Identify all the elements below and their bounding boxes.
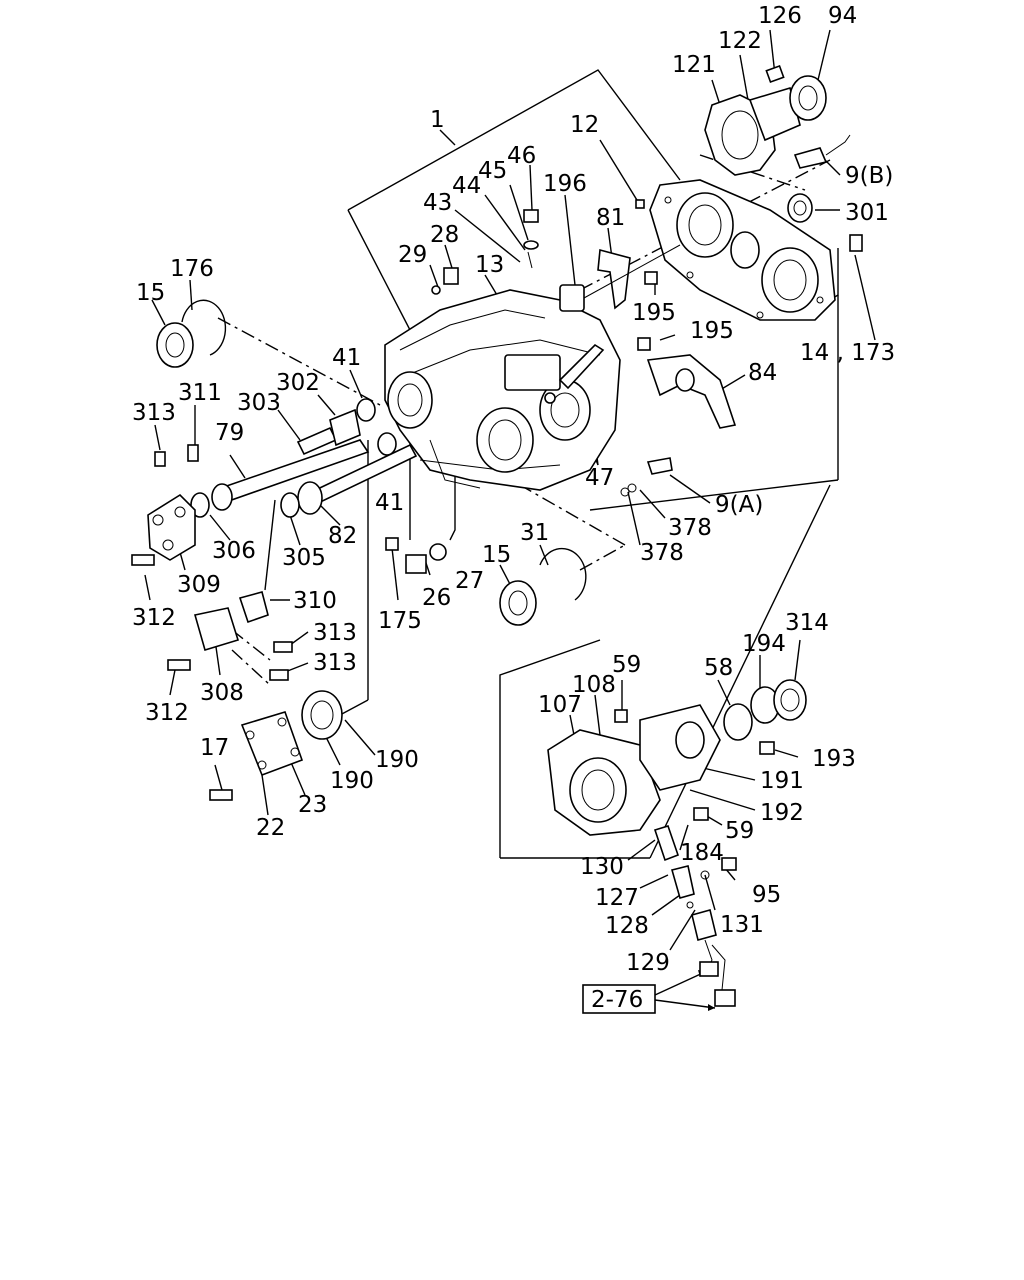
rear-output-housing (704, 64, 863, 252)
label-9a: 9(A) (715, 492, 763, 518)
label-301: 301 (845, 200, 889, 226)
label-378-upper: 378 (668, 515, 712, 541)
label-190-right: 190 (375, 747, 419, 773)
label-302: 302 (276, 370, 320, 396)
transfer-case-housing (384, 289, 621, 491)
label-13: 13 (475, 252, 504, 278)
label-194: 194 (742, 631, 786, 657)
label-59-lower: 59 (725, 818, 754, 844)
label-17: 17 (200, 735, 229, 761)
label-175: 175 (378, 608, 422, 634)
label-312-lower: 312 (145, 700, 189, 726)
label-95: 95 (752, 882, 781, 908)
label-9b: 9(B) (845, 163, 893, 189)
label-29: 29 (398, 242, 427, 268)
label-191: 191 (760, 768, 804, 794)
label-15-upper: 15 (136, 280, 165, 306)
label-31: 31 (520, 520, 549, 546)
label-121: 121 (672, 52, 716, 78)
label-108: 108 (572, 672, 616, 698)
label-195-lower: 195 (690, 318, 734, 344)
label-313-mid: 313 (313, 620, 357, 646)
label-314: 314 (785, 610, 829, 636)
label-309: 309 (177, 572, 221, 598)
label-130: 130 (580, 854, 624, 880)
label-27: 27 (455, 568, 484, 594)
label-313-lower: 313 (313, 650, 357, 676)
label-303: 303 (237, 390, 281, 416)
label-184: 184 (680, 840, 724, 866)
label-94: 94 (828, 3, 857, 29)
label-22: 22 (256, 815, 285, 841)
cover-plate (209, 711, 304, 801)
label-128: 128 (605, 913, 649, 939)
label-43: 43 (423, 190, 452, 216)
label-41-upper: 41 (332, 345, 361, 371)
label-131: 131 (720, 912, 764, 938)
label-45: 45 (478, 158, 507, 184)
shift-forks (559, 244, 737, 429)
label-195-upper: 195 (632, 300, 676, 326)
reference-box-label: 2-76 (591, 987, 643, 1013)
label-312-upper: 312 (132, 605, 176, 631)
label-122: 122 (718, 28, 762, 54)
label-58: 58 (704, 655, 733, 681)
small-parts (385, 199, 673, 574)
label-378-lower: 378 (640, 540, 684, 566)
label-81: 81 (596, 205, 625, 231)
label-127: 127 (595, 885, 639, 911)
shift-housing (131, 444, 293, 681)
label-193: 193 (812, 746, 856, 772)
label-192: 192 (760, 800, 804, 826)
label-310: 310 (293, 588, 337, 614)
label-196: 196 (543, 171, 587, 197)
label-176: 176 (170, 256, 214, 282)
label-79: 79 (215, 420, 244, 446)
label-1: 1 (430, 107, 445, 133)
callout-labels: 1 12 13 14 , 173 15 15 17 22 23 26 27 28… (132, 3, 895, 976)
label-84: 84 (748, 360, 777, 386)
label-129: 129 (626, 950, 670, 976)
label-12: 12 (570, 112, 599, 138)
label-41-lower: 41 (375, 490, 404, 516)
label-28: 28 (430, 222, 459, 248)
label-59-upper: 59 (612, 652, 641, 678)
label-311: 311 (178, 380, 222, 406)
label-190-left: 190 (330, 768, 374, 794)
seals (156, 299, 587, 740)
label-308: 308 (200, 680, 244, 706)
label-47: 47 (585, 465, 614, 491)
front-output-housing (547, 679, 807, 1007)
rear-case-cover (649, 179, 836, 321)
label-313-upper: 313 (132, 400, 176, 426)
label-305: 305 (282, 545, 326, 571)
label-23: 23 (298, 792, 327, 818)
label-15-lower: 15 (482, 542, 511, 568)
label-306: 306 (212, 538, 256, 564)
label-26: 26 (422, 585, 451, 611)
label-14-173: 14 , 173 (800, 340, 895, 366)
label-107: 107 (538, 692, 582, 718)
label-126: 126 (758, 3, 802, 29)
label-46: 46 (507, 143, 536, 169)
reference-box: 2-76 (582, 984, 656, 1014)
label-82: 82 (328, 523, 357, 549)
label-44: 44 (452, 173, 481, 199)
leader-lines (144, 29, 876, 1011)
